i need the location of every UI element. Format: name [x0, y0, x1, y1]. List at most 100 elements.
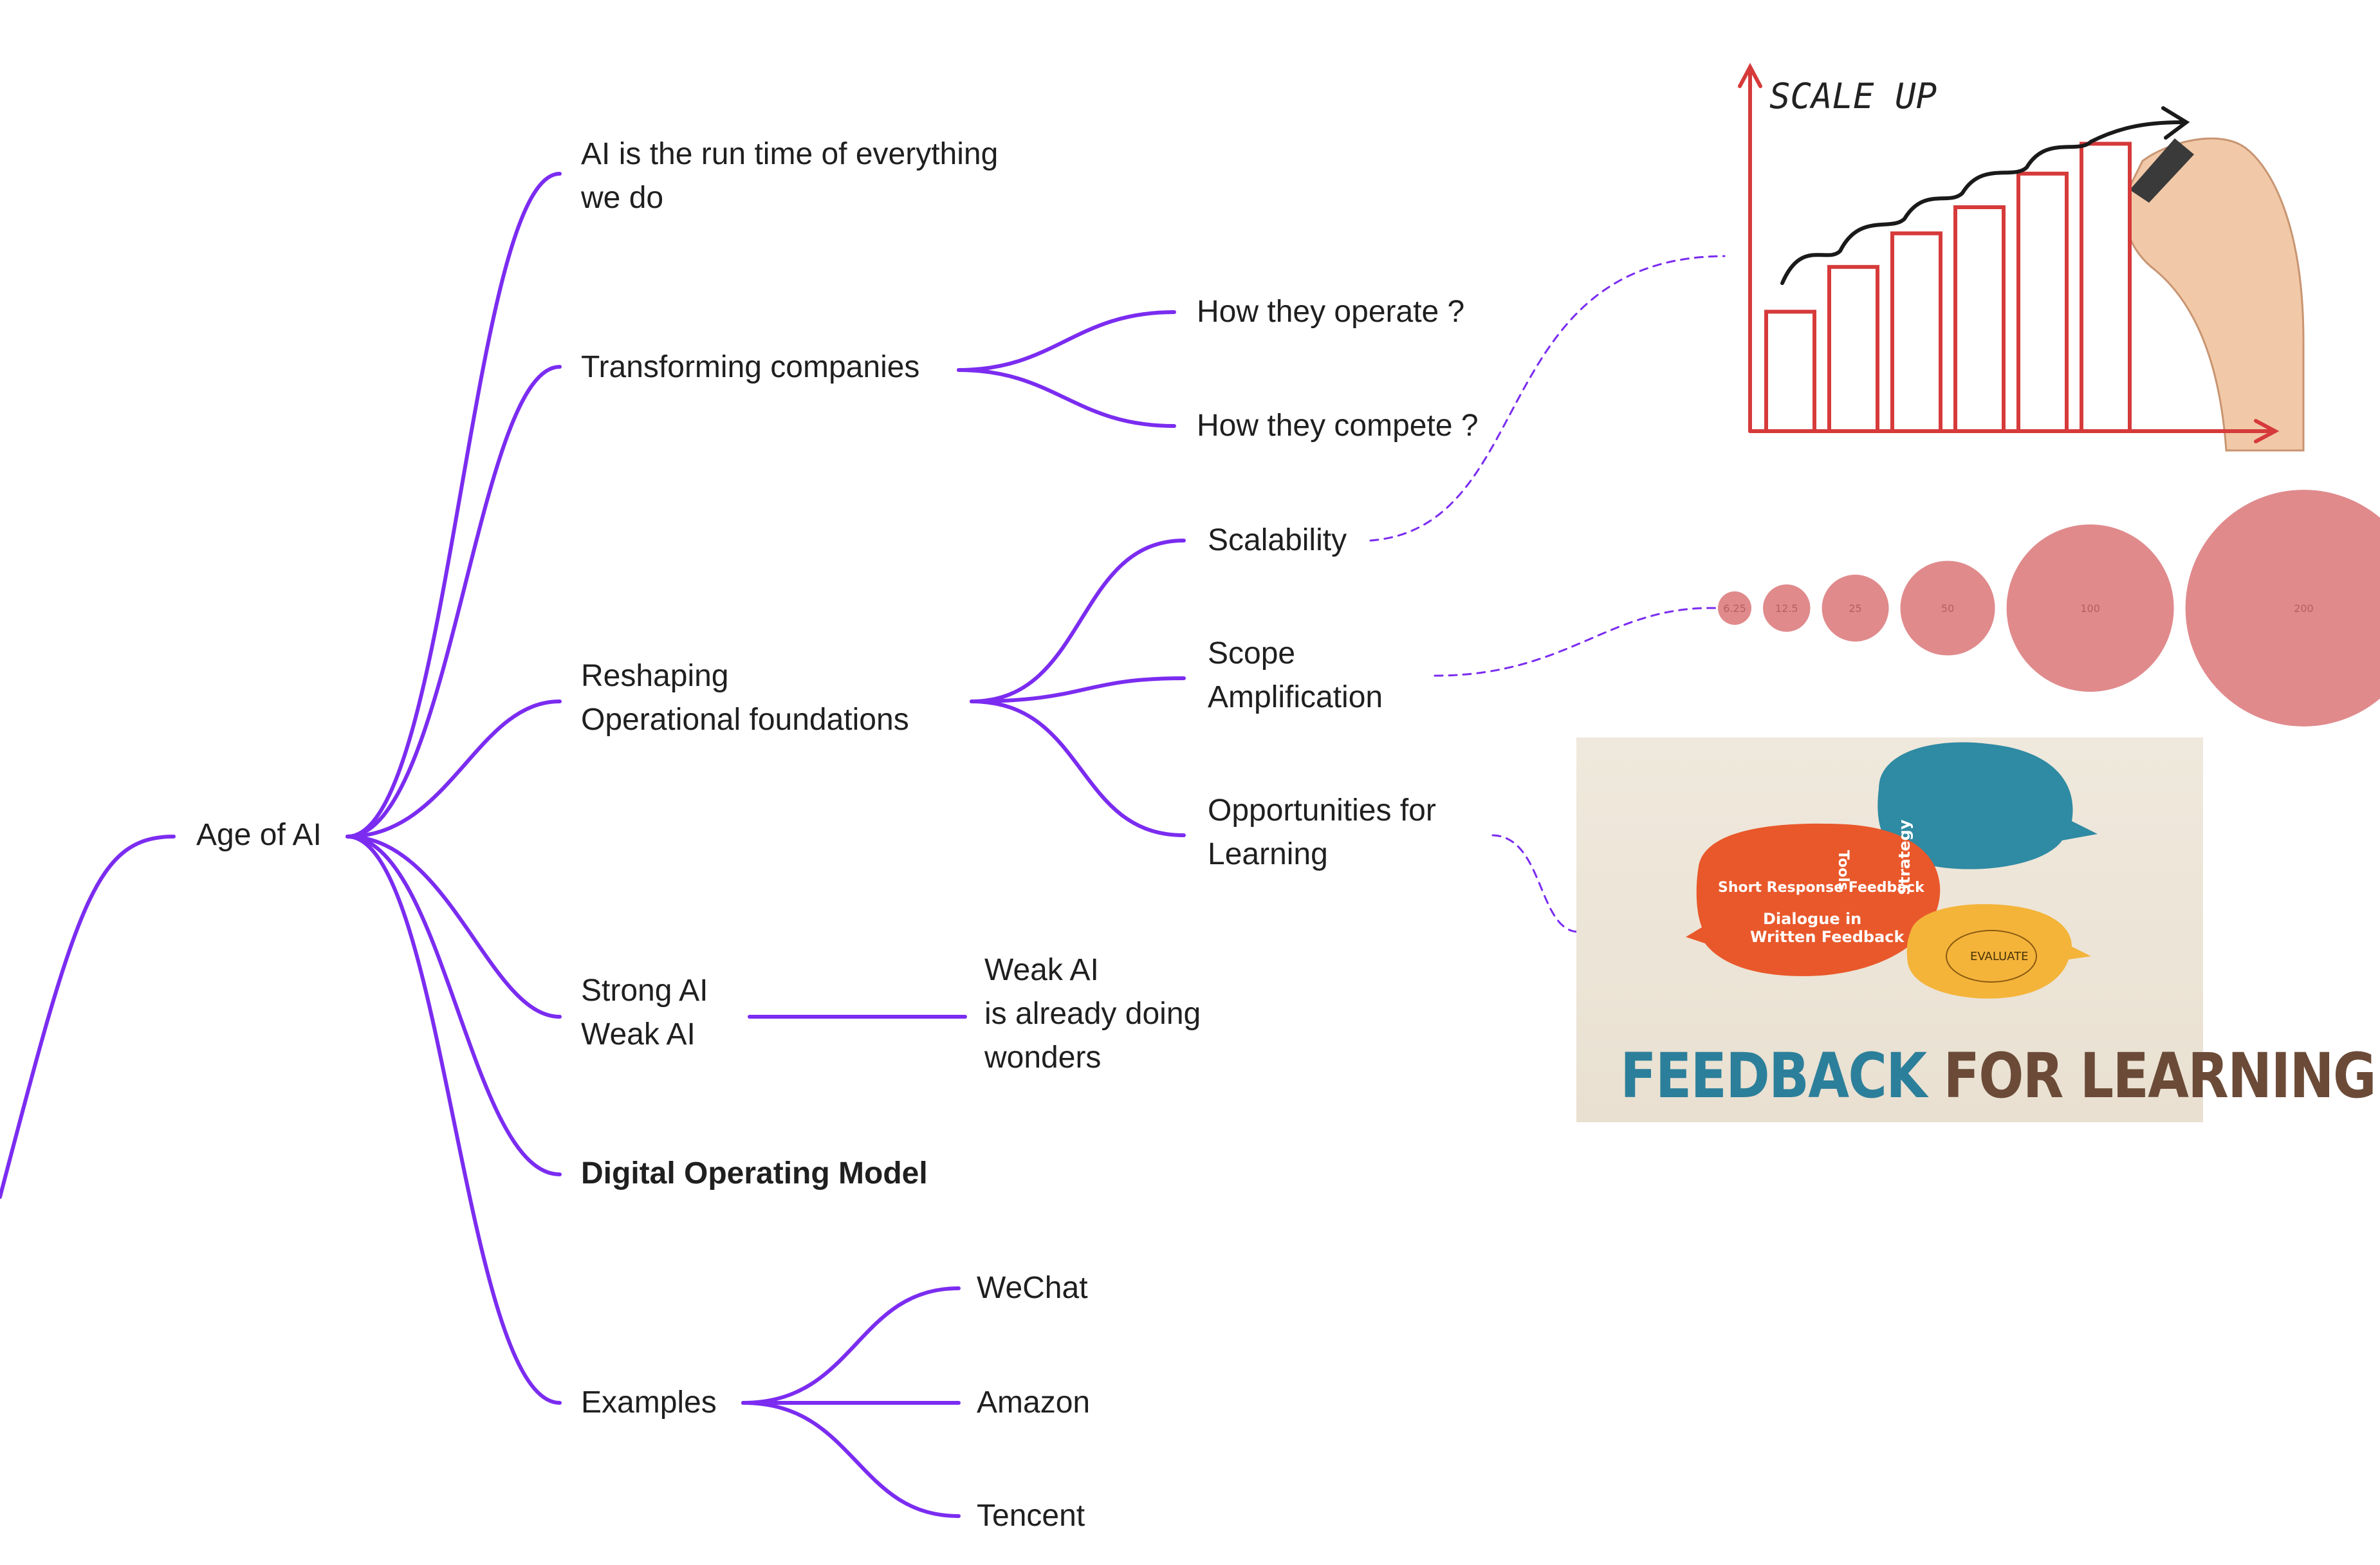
node-how-they-compete[interactable]: How they compete ? [1197, 404, 1479, 448]
node-amazon[interactable]: Amazon [977, 1381, 1090, 1425]
scale-bar [1764, 310, 1816, 433]
scale-up-caption: SCALE UP [1769, 76, 1937, 116]
bubble-word-tools: Tools [1835, 850, 1851, 891]
node-scope-amplification[interactable]: Scope Amplification [1208, 632, 1383, 719]
node-label: WeChat [977, 1271, 1088, 1305]
connector-examples-tencent [741, 1401, 961, 1518]
connector-reshaping-scope [970, 676, 1186, 703]
scale-bubble-label: 50 [1941, 602, 1954, 615]
bubble-word-written: Written Feedback [1750, 928, 1905, 946]
node-label: Digital Operating Model [581, 1156, 928, 1190]
node-strong-weak-ai[interactable]: Strong AI Weak AI [581, 969, 708, 1057]
node-label: Scalability [1208, 523, 1347, 557]
marker-pen [2130, 138, 2194, 203]
hand-illustration [2123, 137, 2305, 452]
node-label-line-1: Opportunities for [1208, 793, 1436, 828]
connector-root-transforming [346, 365, 562, 838]
bubble-word-short-response: Short Response Feedback [1718, 880, 1925, 896]
scope-bubbles-image[interactable]: 6.25 12.5 25 50 100 200 [1711, 490, 2380, 727]
connector-transforming-operate [957, 310, 1176, 372]
trend-arrow-head [2161, 106, 2190, 140]
scale-bubble-label: 12.5 [1775, 602, 1798, 615]
orange-speech-bubble [1686, 823, 1941, 976]
node-label-line-1: Weak AI [984, 953, 1099, 987]
bubble-word-strategy: Strategy [1896, 819, 1914, 895]
node-age-of-ai[interactable]: Age of AI [196, 813, 322, 857]
scale-bar [2016, 171, 2069, 434]
node-wechat[interactable]: WeChat [977, 1266, 1088, 1310]
scale-bar [1890, 231, 1942, 433]
feedback-for-learning-image[interactable]: Tools Strategy Short Response Feedback D… [1576, 737, 2377, 1122]
scale-bubble [2185, 490, 2380, 727]
chart-x-arrow [2254, 419, 2280, 443]
scale-bubble-label: 100 [2080, 602, 2100, 615]
node-weak-ai-doing-wonders[interactable]: Weak AI is already doing wonders [984, 949, 1201, 1080]
dashed-link-scalability-image [1369, 255, 1726, 542]
node-label-line-2: Operational foundations [581, 703, 909, 737]
scale-bubble-label: 6.25 [1723, 602, 1746, 615]
node-examples[interactable]: Examples [581, 1381, 717, 1425]
node-label-line-1: Reshaping [581, 659, 729, 693]
feedback-title-part-1: FEEDBACK [1620, 1040, 1927, 1112]
node-label: How they compete ? [1197, 409, 1479, 443]
connector-examples-wechat [741, 1286, 961, 1405]
bubble-word-dialogue: Dialogue in [1763, 910, 1861, 928]
node-label-line-1: Strong AI [581, 974, 708, 1008]
scale-bubble-label: 25 [1849, 602, 1861, 615]
evaluate-cycle [1946, 930, 2037, 983]
scale-bubble [2006, 524, 2174, 692]
scale-up-chart-image[interactable]: SCALE UP [1731, 58, 2305, 452]
connector-reshaping-scalability [970, 539, 1186, 703]
node-label: How they operate ? [1197, 295, 1465, 329]
node-label-line-2: is already doing [984, 997, 1201, 1031]
feedback-title-part-2: FOR LEARNING [1943, 1040, 2377, 1112]
connector-reshaping-learning [970, 699, 1186, 837]
node-transforming-companies[interactable]: Transforming companies [581, 346, 919, 389]
scale-bubble [1822, 575, 1889, 642]
node-label-line-2: we do [581, 181, 664, 215]
connector-root-strong-weak [346, 835, 562, 1019]
node-label: Transforming companies [581, 350, 920, 384]
node-label: Amazon [977, 1385, 1091, 1420]
node-reshaping-operational-foundations[interactable]: Reshaping Operational foundations [581, 654, 909, 742]
connector-root-examples [346, 835, 562, 1405]
dashed-link-learning-image [1491, 834, 1581, 933]
bubble-word-evaluate: EVALUATE [1970, 950, 2028, 963]
node-label-line-2: Amplification [1208, 680, 1383, 714]
trend-line [1780, 120, 2183, 285]
node-scalability[interactable]: Scalability [1208, 519, 1347, 562]
scale-bubble-label: 200 [2294, 602, 2314, 615]
yellow-speech-bubble [1906, 904, 2091, 999]
bubble-scale-illustration: 6.25 12.5 25 50 100 200 [1718, 490, 2380, 727]
feedback-title: FEEDBACK FOR LEARNING [1620, 1040, 2376, 1112]
scale-bubble [1900, 560, 1995, 656]
node-label: Tencent [977, 1499, 1085, 1533]
scale-up-illustration: SCALE UP [1738, 62, 2305, 452]
scale-bubble [1763, 584, 1811, 632]
scale-bar [2080, 142, 2132, 433]
connector-root-digital [346, 835, 562, 1176]
node-tencent[interactable]: Tencent [977, 1494, 1085, 1538]
node-opportunities-for-learning[interactable]: Opportunities for Learning [1208, 789, 1436, 876]
node-label-line-1: AI is the run time of everything [581, 137, 999, 171]
teal-speech-bubble [1877, 742, 2098, 869]
node-digital-operating-model[interactable]: Digital Operating Model [581, 1152, 928, 1196]
scale-bar [1953, 205, 2006, 433]
dashed-link-scope-image [1434, 607, 1719, 677]
connector-root-reshaping [346, 699, 562, 838]
node-label-line-1: Scope [1208, 636, 1296, 671]
node-label-line-3: wonders [984, 1041, 1102, 1075]
connector-root-incoming [0, 835, 176, 1199]
scale-bubble [1718, 591, 1751, 625]
node-label: Examples [581, 1385, 717, 1420]
scale-bar [1827, 264, 1879, 433]
connector-root-runtime [346, 172, 562, 838]
node-label: Age of AI [196, 818, 322, 852]
connector-transforming-compete [957, 368, 1176, 428]
node-ai-runtime[interactable]: AI is the run time of everything we do [581, 133, 998, 220]
node-label-line-2: Weak AI [581, 1017, 696, 1051]
speech-bubbles-illustration: Tools Strategy Short Response Feedback D… [1686, 742, 2098, 999]
node-label-line-2: Learning [1208, 837, 1328, 871]
node-how-they-operate[interactable]: How they operate ? [1197, 290, 1464, 334]
